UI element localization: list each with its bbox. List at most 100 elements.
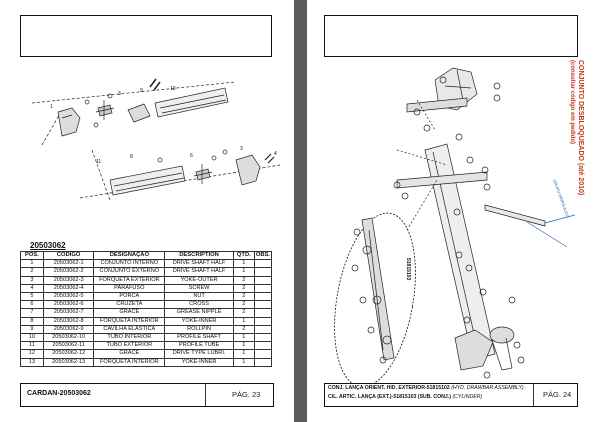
table-cell: 20503062-8 xyxy=(42,316,95,326)
table-cell xyxy=(253,357,273,367)
table-cell: 1 xyxy=(232,333,255,343)
table-cell: 2 xyxy=(232,275,255,285)
table-cell: YOKE-OUTER xyxy=(164,275,234,285)
table-cell: 6 xyxy=(20,300,44,310)
table-cell: 20503062-9 xyxy=(42,324,95,335)
page-gutter xyxy=(294,0,307,422)
hose-note: GRUPO HIDRÁULICO xyxy=(552,179,571,219)
table-cell: 13 xyxy=(20,357,44,367)
table-cell xyxy=(253,283,273,294)
table-cell: CROSS xyxy=(164,300,234,310)
table-cell: PROFILE TUBE xyxy=(164,341,234,351)
side-note-red: CONJUNTO DESBLOQUEADO (até 2010) xyxy=(577,60,584,195)
footer-line-1-pt: CONJ. LANÇA ORIENT. HID. EXTERIOR-518151… xyxy=(328,385,450,391)
table-cell xyxy=(253,341,273,351)
table-cell: PORCA xyxy=(93,292,166,302)
header-description: DESCRIPTION xyxy=(164,250,234,261)
table-cell: YOKE-INNER xyxy=(164,316,234,326)
table-cell: 2 xyxy=(232,324,255,335)
table-cell: DRIVE TYPE LUBRI. xyxy=(164,349,234,359)
table-cell: 20503062-1 xyxy=(42,259,95,269)
table-cell: 20503062-4 xyxy=(42,283,95,294)
table-cell: YOKE-INNER xyxy=(164,357,234,367)
svg-text:4: 4 xyxy=(274,151,277,157)
table-header-row: POS. CÓDIGO DESIGNAÇÃO DESCRIPTION QTD. … xyxy=(20,250,273,261)
table-cell: 20503062-5 xyxy=(42,292,95,302)
right-page: CONJUNTO DESBLOQUEADO (até 2010) (consul… xyxy=(307,0,600,422)
header-code: CÓDIGO xyxy=(42,250,95,261)
table-cell xyxy=(253,316,273,326)
table-cell: ROLLPIN xyxy=(164,324,234,335)
svg-text:9: 9 xyxy=(140,88,143,94)
detail-code: 51815103 xyxy=(405,258,411,280)
header-box xyxy=(20,15,272,57)
table-cell: 2 xyxy=(232,283,255,294)
table-cell: 20503062-13 xyxy=(42,357,95,367)
header-box-right xyxy=(324,15,578,57)
table-cell: SCREW xyxy=(164,283,234,294)
svg-text:6: 6 xyxy=(190,153,193,159)
table-cell: GRACÉ xyxy=(93,308,166,318)
footer-line-1: CONJ. LANÇA ORIENT. HID. EXTERIOR-518151… xyxy=(328,385,524,391)
svg-text:3: 3 xyxy=(240,146,243,152)
table-cell xyxy=(253,259,273,269)
table-cell: CAVILHA ELÁSTICA xyxy=(93,324,166,335)
footer-divider xyxy=(205,384,206,406)
table-cell: 1 xyxy=(20,259,44,269)
table-cell: DRIVE SHAFT HALF xyxy=(164,259,234,269)
header-designation: DESIGNAÇÃO xyxy=(93,250,166,261)
table-cell: TUBO EXTERIOR xyxy=(93,341,166,351)
footer-box xyxy=(20,383,274,407)
footer-box-right xyxy=(324,383,578,407)
table-cell: FORQUETA INTERIOR xyxy=(93,316,166,326)
svg-text:1: 1 xyxy=(50,104,53,110)
table-cell: 1 xyxy=(232,316,255,326)
table-cell: NUT xyxy=(164,292,234,302)
footer-line-2: CIL. ARTIC. LANÇA (EXT.)-51815103 (SUB. … xyxy=(328,394,482,400)
table-cell: 7 xyxy=(20,308,44,318)
table-cell: 3 xyxy=(20,275,44,285)
table-cell: 8 xyxy=(20,316,44,326)
table-cell: PARAFUSO xyxy=(93,283,166,294)
table-cell: CRUZETA xyxy=(93,300,166,310)
table-cell: GREASE NIPPLE xyxy=(164,308,234,318)
svg-text:8: 8 xyxy=(130,154,133,160)
table-cell: 1 xyxy=(232,357,255,367)
table-cell: 2 xyxy=(232,292,255,302)
table-cell: 20503062-6 xyxy=(42,300,95,310)
table-cell: TUBO INTERIOR xyxy=(93,333,166,343)
table-cell: 10 xyxy=(20,333,44,343)
footer-line-1-en: (HYD. DRAWBAR ASSEMBLY) xyxy=(451,385,524,391)
table-cell: DRIVE SHAFT HALF xyxy=(164,267,234,277)
table-cell xyxy=(253,300,273,310)
table-cell: 1 xyxy=(232,259,255,269)
table-cell: 2 xyxy=(20,267,44,277)
svg-text:11: 11 xyxy=(96,159,101,165)
table-cell: 20503062-11 xyxy=(42,341,95,351)
table-cell xyxy=(253,333,273,343)
table-cell xyxy=(253,292,273,302)
table-cell: 20503062-7 xyxy=(42,308,95,318)
left-page: 1 3 9 10 11 8 6 3 4 20503062 POS. CÓDIGO… xyxy=(0,0,294,422)
table-cell: FORQUETA EXTERIOR xyxy=(93,275,166,285)
table-cell: 9 xyxy=(20,324,44,335)
table-cell: 2 xyxy=(232,300,255,310)
table-cell: 20503062-3 xyxy=(42,275,95,285)
page-number-right: PÁG. 24 xyxy=(543,390,572,399)
footer-line-2-pt: CIL. ARTIC. LANÇA (EXT.)-51815103 (SUB. … xyxy=(328,394,451,400)
table-cell: 11 xyxy=(20,341,44,351)
table-cell: CONJUNTO INTERNO xyxy=(93,259,166,269)
table-cell xyxy=(253,349,273,359)
table-cell: 1 xyxy=(232,349,255,359)
footer-title: CARDAN-20503062 xyxy=(27,390,91,397)
svg-text:3: 3 xyxy=(118,91,121,97)
